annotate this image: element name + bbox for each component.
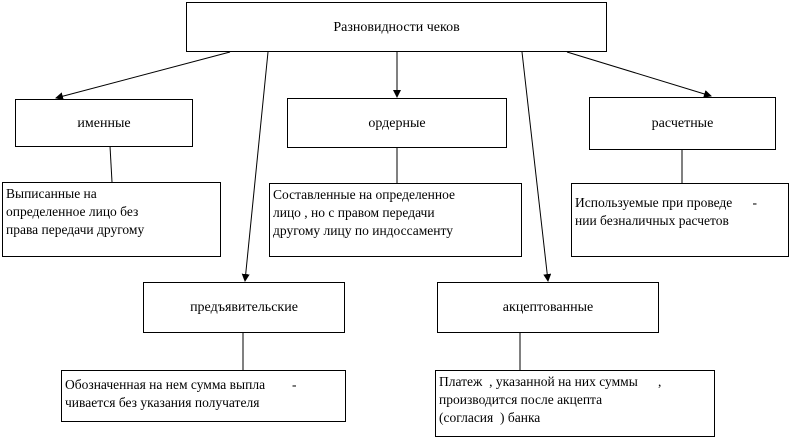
accepted-description-box: Платеж , указанной на них суммы , произв… [435,370,715,437]
settlement-description-line: Используемые при проведе - [575,195,758,210]
accepted-description-line: производится после акцепта [439,392,603,407]
bearer-description-line: чивается без указания получателя [65,395,260,410]
accepted-description-line: Платеж , указанной на них суммы , [439,374,662,389]
named-description-line: Выписанные на [6,186,97,201]
settlement-description-box: Используемые при проведе - нии безналичн… [571,183,789,257]
bearer-type-node: предъявительские [143,282,345,333]
order-type-label: ордерные [368,115,426,131]
root-label: Разновидности чеков [333,19,460,35]
accepted-description-line: (согласия ) банка [439,410,541,425]
accepted-type-label: акцептованные [502,300,594,315]
named-type-node: именные [15,99,193,147]
settlement-type-label: расчетные [651,116,714,131]
named-description-line: права передачи другому [6,222,145,237]
arrow-to-bearer [241,51,269,282]
arrow-to-accepted [521,51,552,282]
order-description-line: Составленные на определенное [273,187,456,202]
accepted-type-node: акцептованные [437,282,659,333]
settlement-description-line: нии безналичных расчетов [575,213,729,228]
order-description-line: другому лицу по индоссаменту [273,223,453,238]
order-description-box: Составленные на определенное лицо , но с… [269,183,522,257]
arrow-to-settlement [566,51,712,98]
named-description-line: определенное лицо без [6,204,139,219]
bearer-description-line: Обозначенная на нем сумма выпла - [65,377,297,392]
bearer-type-label: предъявительские [190,300,298,315]
settlement-type-node: расчетные [589,97,776,150]
arrow-to-named [55,51,231,101]
order-type-node: ордерные [287,98,507,148]
named-description-box: Выписанные на определенное лицо без прав… [2,182,221,257]
link-named-description [109,145,113,183]
root-node: Разновидности чеков [186,2,607,52]
order-description-line: лицо , но с правом передачи [273,205,435,220]
named-type-label: именные [77,115,131,131]
bearer-description-box: Обозначенная на нем сумма выпла - чивает… [61,370,346,422]
